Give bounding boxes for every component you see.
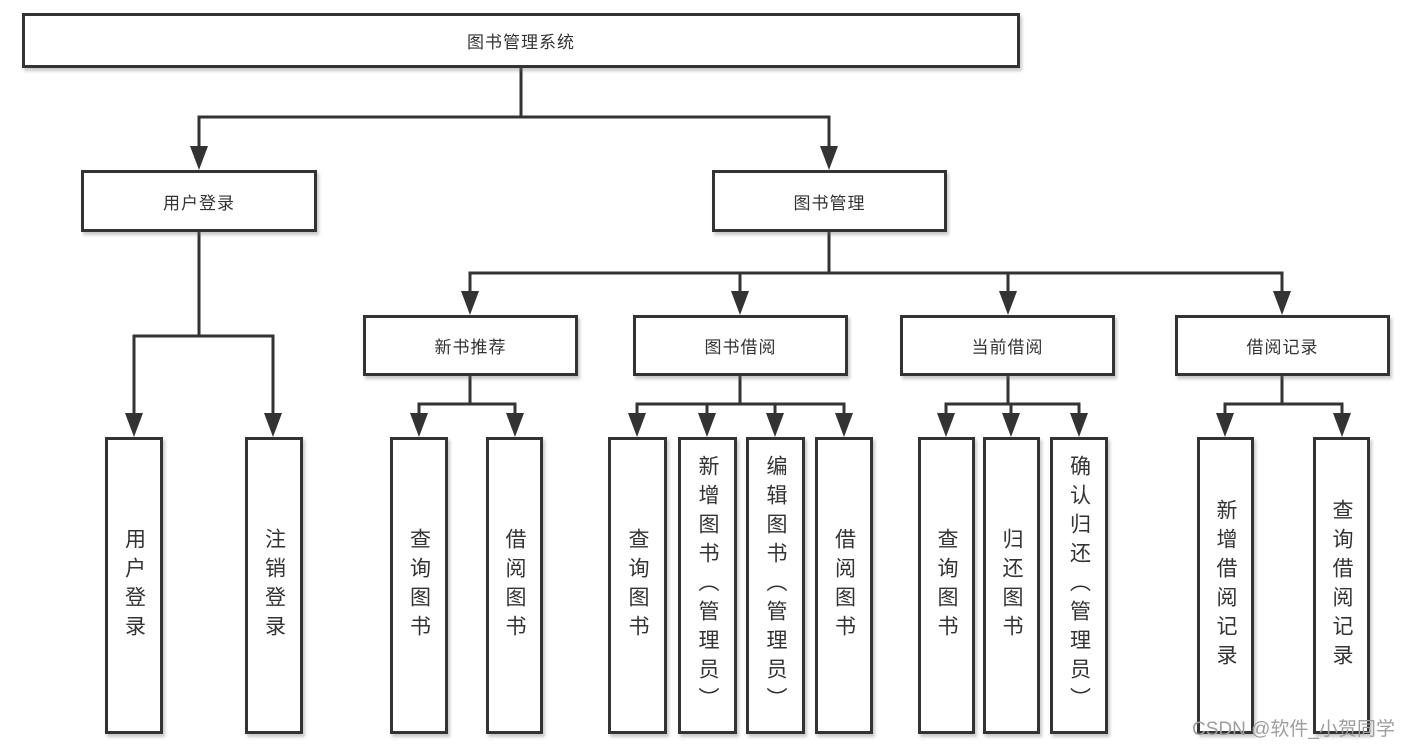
node-recommend-query-books: 查询图书 (390, 437, 448, 734)
node-new-book-recommend: 新书推荐 (363, 315, 578, 376)
node-current-borrowing: 当前借阅 (900, 315, 1115, 376)
node-book-borrowing-label: 图书借阅 (704, 338, 777, 357)
node-user-login-group-label: 用户登录 (163, 193, 235, 213)
node-borrowing-add-books-admin: 新增图书（管理员） (678, 437, 737, 734)
node-logout-label: 注销登录 (262, 527, 286, 644)
node-borrowing-add-books-admin-label: 新增图书（管理员） (696, 455, 719, 716)
node-borrowing-query-books-label: 查询图书 (626, 527, 649, 644)
node-borrowing-edit-books-admin: 编辑图书（管理员） (746, 437, 805, 734)
node-records-query-record-label: 查询借阅记录 (1330, 498, 1353, 673)
node-user-login-label: 用户登录 (122, 527, 146, 644)
arrowheads (125, 146, 1351, 437)
node-book-management-label: 图书管理 (793, 193, 866, 213)
node-current-confirm-return-admin-label: 确认归还（管理员） (1067, 455, 1091, 716)
node-new-book-recommend-label: 新书推荐 (434, 338, 507, 357)
node-borrow-records: 借阅记录 (1175, 315, 1390, 376)
node-current-query-books-label: 查询图书 (935, 527, 958, 644)
node-root-system: 图书管理系统 (22, 13, 1020, 68)
node-records-query-record: 查询借阅记录 (1313, 437, 1370, 734)
node-recommend-borrow-books: 借阅图书 (486, 437, 543, 734)
node-recommend-query-books-label: 查询图书 (407, 527, 431, 644)
node-user-login: 用户登录 (105, 437, 163, 734)
node-book-borrowing: 图书借阅 (633, 315, 848, 376)
node-book-management: 图书管理 (712, 170, 947, 232)
node-records-add-record-label: 新增借阅记录 (1214, 498, 1237, 673)
node-current-query-books: 查询图书 (918, 437, 975, 734)
node-current-confirm-return-admin: 确认归还（管理员） (1050, 437, 1108, 734)
node-borrow-records-label: 借阅记录 (1246, 338, 1319, 357)
node-current-borrowing-label: 当前借阅 (971, 338, 1044, 357)
watermark: CSDN @软件_小贺同学 (1192, 719, 1395, 740)
node-records-add-record: 新增借阅记录 (1197, 437, 1254, 734)
node-user-login-group: 用户登录 (81, 170, 317, 232)
node-logout: 注销登录 (245, 437, 303, 734)
node-borrowing-borrow-books: 借阅图书 (815, 437, 873, 734)
node-borrowing-borrow-books-label: 借阅图书 (832, 527, 856, 644)
node-borrowing-edit-books-admin-label: 编辑图书（管理员） (764, 455, 787, 716)
node-root-system-label: 图书管理系统 (467, 33, 575, 52)
node-borrowing-query-books: 查询图书 (608, 437, 667, 734)
node-current-return-books: 归还图书 (983, 437, 1040, 734)
node-recommend-borrow-books-label: 借阅图书 (503, 527, 526, 644)
node-current-return-books-label: 归还图书 (1000, 527, 1023, 644)
